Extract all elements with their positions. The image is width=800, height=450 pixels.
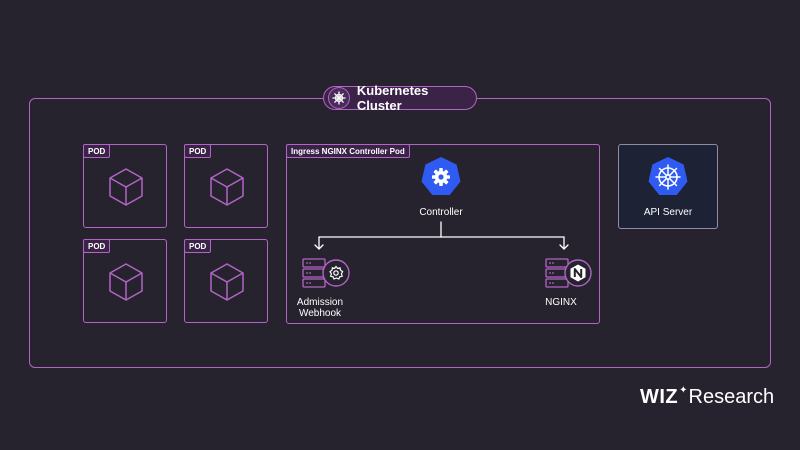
controller-pod-label: Ingress NGINX Controller Pod [286,144,410,158]
api-server-label: API Server [643,207,693,218]
logo-wiz-text: WIZ [640,386,679,408]
pod-label: POD [184,144,212,158]
wiz-research-logo: WIZ ✦ Research [640,385,775,409]
cube-icon [210,263,244,301]
cube-icon [210,168,244,206]
logo-star-icon: ✦ [679,385,688,396]
nginx-label: NGINX [545,297,577,308]
webhook-server-gear-icon [302,258,350,288]
helm-wheel-icon [328,87,350,109]
ingress-controller-pod: Ingress NGINX Controller Pod [286,144,600,324]
pod-box: POD [83,144,167,228]
cube-icon [109,168,143,206]
webhook-label-line1: Admission [296,297,344,308]
cube-icon [109,263,143,301]
controller-label: Controller [419,207,463,218]
pod-box: POD [184,144,268,228]
logo-research-text: Research [688,386,775,408]
connector-arrows [314,221,569,250]
controller-gear-icon [421,157,461,195]
pod-label: POD [83,239,111,253]
kubernetes-wheel-icon [648,157,688,195]
cluster-badge: Kubernetes Cluster [323,83,477,113]
nginx-server-icon [545,258,592,288]
pod-box: POD [184,239,268,323]
webhook-label-line2: Webhook [298,308,342,319]
pod-label: POD [184,239,212,253]
pod-label: POD [83,144,111,158]
pod-box: POD [83,239,167,323]
cluster-title: Kubernetes Cluster [356,83,429,113]
webhook-label: Admission Webhook [289,297,351,319]
